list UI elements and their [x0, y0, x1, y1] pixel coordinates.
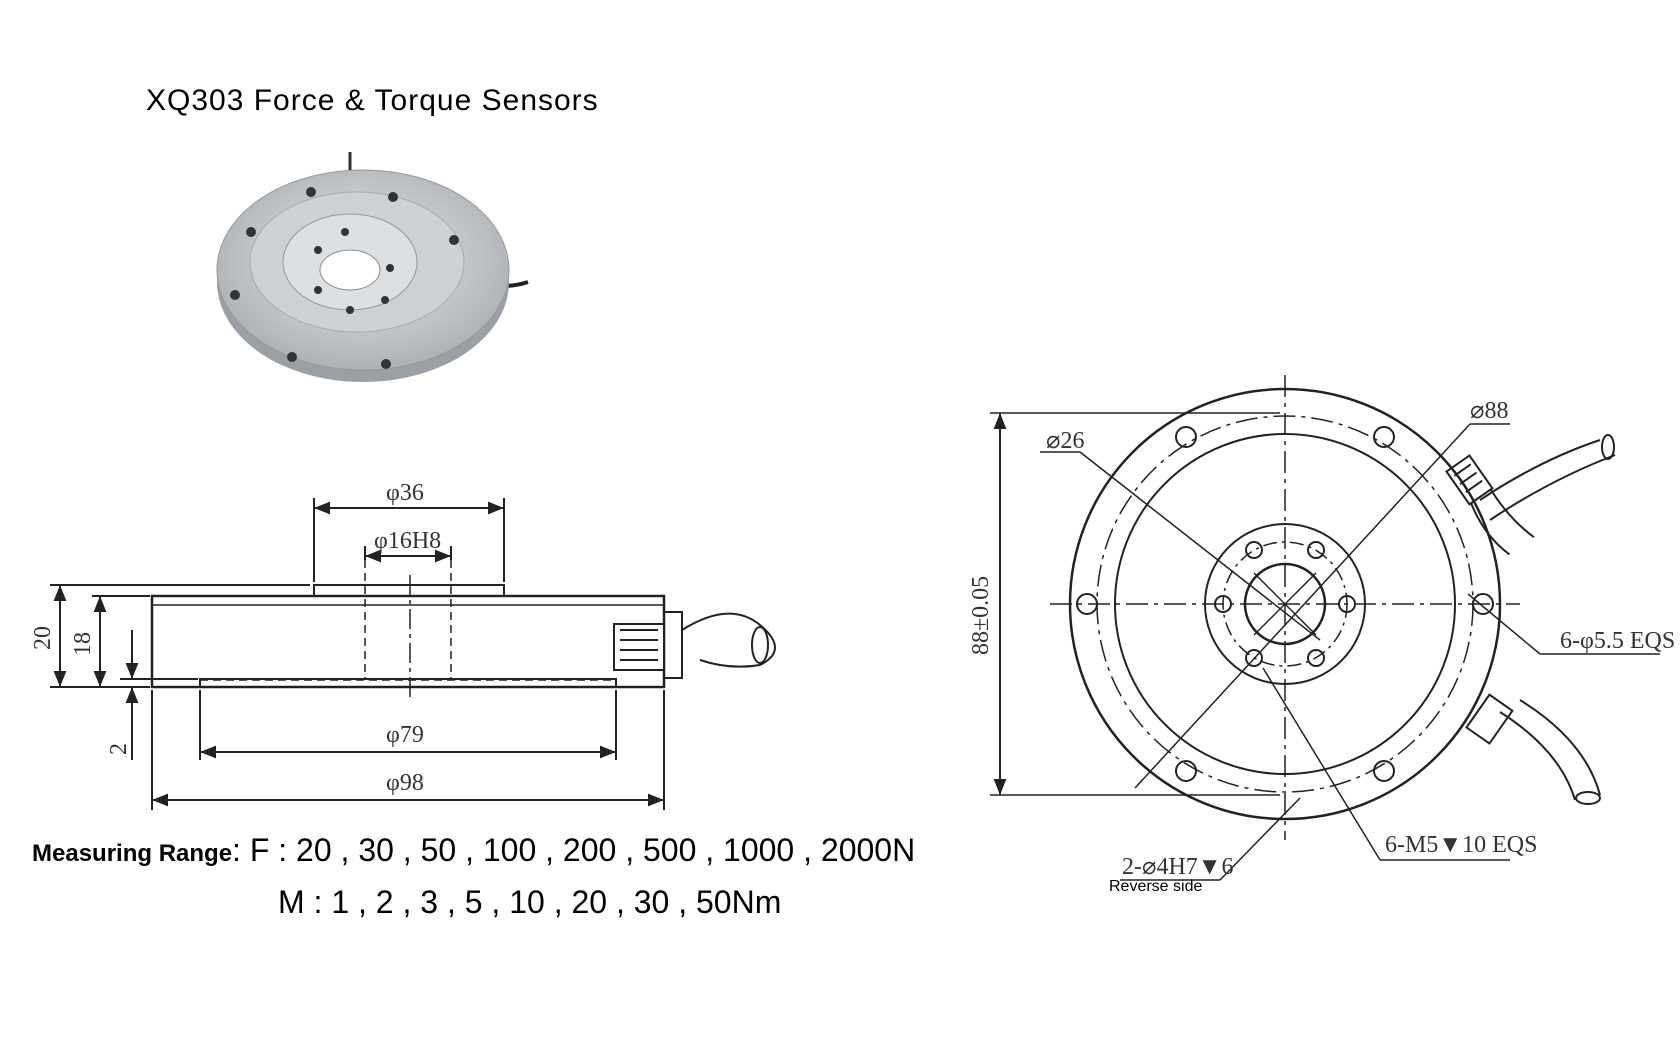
dim-outer-holes: 6-φ5.5 EQS — [1560, 628, 1675, 654]
measuring-range-label: Measuring Range — [32, 840, 233, 867]
dim-pins: 2-⌀4H7▼6 — [1122, 854, 1234, 880]
dim-threaded-holes: 6-M5▼10 EQS — [1385, 832, 1537, 858]
dim-d36: φ36 — [386, 480, 424, 506]
dim-h2: 2 — [106, 743, 132, 755]
reverse-side-note: Reverse side — [1109, 878, 1203, 895]
dim-h20: 20 — [30, 626, 56, 650]
side-view — [50, 498, 776, 810]
dim-d98: φ98 — [386, 770, 424, 796]
product-photo — [216, 152, 529, 382]
front-view — [990, 375, 1660, 881]
dim-height-88: 88±0.05 — [968, 576, 994, 655]
measuring-range-force: Measuring Range: F : 20 , 30 , 50 , 100 … — [32, 832, 915, 869]
measuring-range-moment: M : 1 , 2 , 3 , 5 , 10 , 20 , 30 , 50Nm — [278, 884, 782, 920]
dim-d16h8: φ16H8 — [374, 528, 441, 554]
dim-d88: ⌀88 — [1470, 398, 1508, 424]
page-title: XQ303 Force & Torque Sensors — [146, 84, 599, 117]
side-view-labels: φ36 φ16H8 φ79 φ98 20 18 2 — [30, 480, 441, 796]
measuring-range-force-values: : F : 20 , 30 , 50 , 100 , 200 , 500 , 1… — [232, 832, 916, 868]
dim-d79: φ79 — [386, 722, 424, 748]
dim-d26: ⌀26 — [1046, 428, 1084, 454]
dim-h18: 18 — [70, 632, 96, 656]
front-view-labels: ⌀26 ⌀88 88±0.05 6-φ5.5 EQS 6-M5▼10 EQS 2… — [968, 398, 1675, 880]
